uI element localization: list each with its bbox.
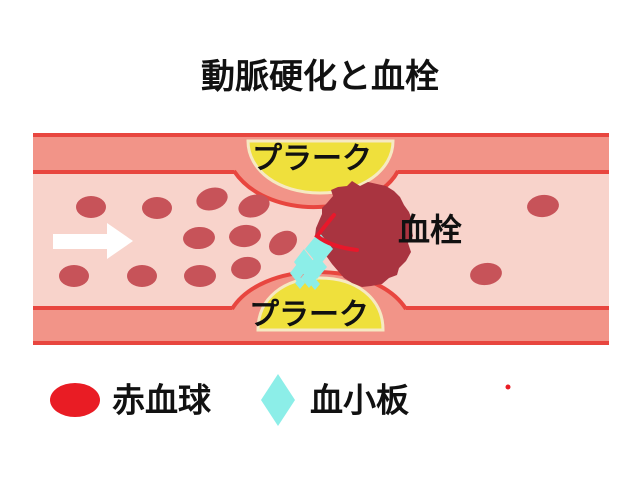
red-blood-cell (527, 194, 559, 218)
red-blood-cell (184, 265, 216, 287)
red-speck (505, 384, 511, 390)
platelet (290, 264, 304, 282)
red-blood-cell (196, 187, 228, 211)
red-blood-cell (269, 230, 297, 256)
page-title: 動脈硬化と血栓 (201, 57, 439, 97)
legend: 赤血球 血小板 (50, 374, 409, 426)
red-blood-cell (470, 262, 502, 286)
red-blood-cell (238, 194, 270, 218)
platelet-cluster (290, 232, 333, 290)
plaque-top (246, 139, 395, 195)
legend-red-blood-cell-icon (50, 383, 100, 417)
red-blood-cell (183, 226, 215, 250)
red-blood-cell (127, 265, 157, 287)
plaque-bottom-label: プラーク (249, 298, 369, 333)
thrombus-blob (315, 181, 413, 287)
thrombus-label: 血栓 (398, 211, 462, 249)
plaque-top-label: プラーク (252, 142, 372, 177)
vessel-outer-line-bottom (33, 341, 609, 345)
red-blood-cell (142, 197, 172, 219)
vessel-outer-line-top (33, 133, 609, 137)
flow-arrow-icon (53, 223, 133, 259)
legend-red-blood-cell-label: 赤血球 (112, 381, 212, 420)
red-blood-cells-group (59, 187, 559, 287)
annotation-stroke (314, 213, 359, 252)
platelet (295, 277, 305, 289)
red-blood-cell (59, 265, 89, 287)
red-blood-cell (231, 256, 261, 280)
red-blood-cell (76, 196, 106, 218)
platelet (310, 278, 320, 290)
red-blood-cell (229, 224, 261, 248)
legend-platelet-label: 血小板 (310, 381, 409, 420)
legend-platelet-icon (261, 374, 295, 426)
plaque-bottom (256, 276, 385, 332)
